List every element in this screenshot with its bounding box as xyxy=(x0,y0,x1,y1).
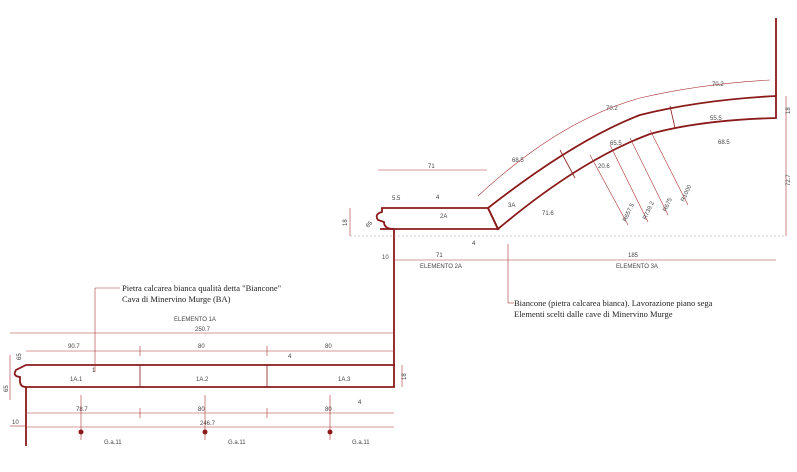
dim-rad-3: R675 xyxy=(662,197,674,213)
note-2-line-2: Elementi scelti dalle cave di Minervino … xyxy=(514,309,673,319)
dim-arc-low: 71.6 xyxy=(542,211,554,217)
marker-label-1: G.a.11 xyxy=(104,440,122,446)
block-label-3: 1A.3 xyxy=(338,377,351,383)
dim-off-10: 10 xyxy=(382,255,389,261)
dim-rad-2: R739.2 xyxy=(642,200,656,221)
dim-seg2: 80 xyxy=(198,344,205,350)
dim-arc-mid: 68.5 xyxy=(512,158,524,164)
lower-step-body xyxy=(13,364,395,388)
dim-left-small: 65 xyxy=(17,353,23,360)
dim-arc-top2: 70.2 xyxy=(606,106,618,112)
element-label-3a: ELEMENTO 3A xyxy=(616,264,658,270)
upper-flat-body xyxy=(375,207,500,230)
dim-18-left: 18 xyxy=(343,219,349,226)
dim-71-bottom: 71 xyxy=(436,253,443,259)
dim-mid-2: 65.5 xyxy=(610,141,622,147)
upper-curve-body xyxy=(486,95,777,231)
note-2: Biancone (pietra calcarea bianca). Lavor… xyxy=(507,244,713,319)
marker-dot-1 xyxy=(78,429,84,435)
curve-joint-1 xyxy=(559,149,576,179)
block-label-5: 3A xyxy=(508,203,515,209)
dim-notch2: 4 xyxy=(358,400,362,406)
note-1-line-1: Pietra calcarea bianca qualità detta "Bi… xyxy=(122,283,281,293)
dim-bottom1: 78.7 xyxy=(76,407,88,413)
dim-seg3: 80 xyxy=(325,344,332,350)
block-label-2: 1A.2 xyxy=(196,377,209,383)
dim-bottom2: 80 xyxy=(198,407,205,413)
upper-dimensions: 71 71 185 18 65 5.5 4 4 10 18 72.7 70.2 … xyxy=(343,79,792,261)
dim-arc-r1: 68.5 xyxy=(718,140,730,146)
note-1-line-2: Cava di Minervino Murge (BA) xyxy=(122,294,231,304)
element-label-2a: ELEMENTO 2A xyxy=(420,264,462,270)
dim-71-top: 71 xyxy=(428,164,435,170)
block-label-4: 2A xyxy=(440,214,447,220)
dim-185: 185 xyxy=(628,253,639,259)
dim-727: 72.7 xyxy=(786,174,792,186)
dim-arc-top1: 70.2 xyxy=(712,82,724,88)
dim-65-small: 65 xyxy=(365,220,374,229)
marker-label-3: G.a.11 xyxy=(352,440,370,446)
block-mark: 1 xyxy=(92,368,96,374)
note-1: Pietra calcarea bianca qualità detta "Bi… xyxy=(94,283,281,372)
dim-mid-1: 20.6 xyxy=(598,164,610,170)
dim-mid-3: 55.5 xyxy=(710,116,722,122)
dim-18-right: 18 xyxy=(786,107,792,114)
dim-left-offset: 10 xyxy=(12,420,19,426)
dim-total-bottom: 246.7 xyxy=(200,421,216,427)
dim-right-height: 18 xyxy=(402,373,408,380)
dim-left-height: 65 xyxy=(4,385,10,392)
lower-dimensions: 250.7 90.7 80 80 78.7 80 80 246.7 10 65 … xyxy=(4,327,408,428)
dim-notch1: 4 xyxy=(288,354,292,360)
dim-rad-1: R657.5 xyxy=(622,202,636,223)
element-label-1a: ELEMENTO 1A xyxy=(174,317,216,323)
curve-joint-2 xyxy=(669,105,676,129)
note-2-line-1: Biancone (pietra calcarea bianca). Lavor… xyxy=(514,298,713,308)
dim-seg1: 90.7 xyxy=(68,344,80,350)
upper-step: 2A 3A xyxy=(375,18,777,231)
dim-total-top: 250.7 xyxy=(195,327,211,333)
lower-step: 1A.1 1A.2 1A.3 1 xyxy=(13,228,395,446)
marker-dot-3 xyxy=(327,429,333,435)
markers: G.a.11 G.a.11 G.a.11 xyxy=(78,395,370,446)
block-label-1: 1A.1 xyxy=(70,377,83,383)
marker-dot-2 xyxy=(202,429,208,435)
dim-55-small: 5.5 xyxy=(392,196,401,202)
marker-label-2: G.a.11 xyxy=(228,440,246,446)
dim-notch-4b: 4 xyxy=(472,241,476,247)
dim-bottom3: 80 xyxy=(325,407,332,413)
dim-notch-4a: 4 xyxy=(436,195,440,201)
